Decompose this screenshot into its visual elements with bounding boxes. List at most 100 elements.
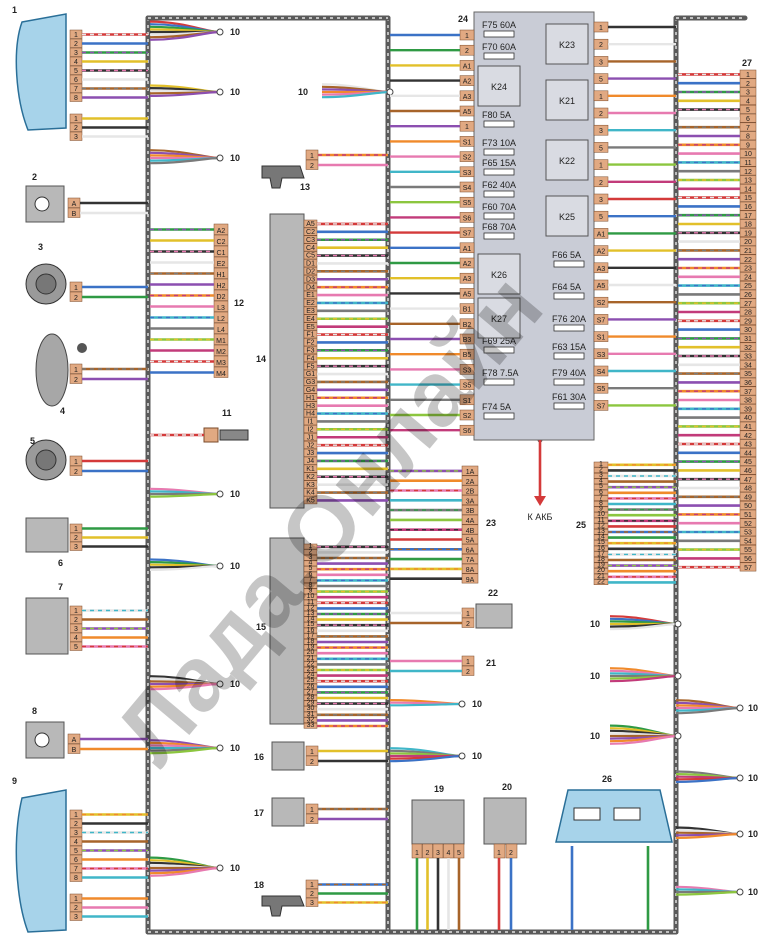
connector-14-pin-label: C4 [306,245,315,252]
connector-27-pin-label: 56 [744,556,752,563]
relay-block-right-pin-label: 2 [599,111,603,118]
ground-splice-node [216,88,224,96]
component-number-10: 10 [230,863,240,873]
fuse [483,30,515,38]
relay-block-left-pin-label: A1 [463,246,472,253]
component-number-10: 10 [472,751,482,761]
connector-27-pin-label: 13 [744,178,752,185]
connector-16-pin-label: 1 [310,749,314,756]
relay-block-right-pin-label: A5 [597,283,606,290]
connector-27-pin-label: 32 [744,345,752,352]
fan-4-body [35,333,69,407]
connector-19-pin-label: 3 [436,850,440,857]
connector-27-pin-label: 16 [744,204,752,211]
connector-14-pin-label: A5 [306,221,315,228]
fuse [483,346,515,354]
connector-15-pin-label: 23 [307,666,315,673]
connector-12-pin-label: M2 [216,349,226,356]
ground-splice-node [216,680,224,688]
fan-icon [77,343,87,353]
relay-block-left-pin-label: S1 [463,398,472,405]
ground-splice [675,890,741,896]
component-number-10: 10 [230,153,240,163]
connector-15-pin-label: 14 [307,616,315,623]
component-number-6: 6 [58,558,63,568]
connector-27-pin-label: 54 [744,538,752,545]
relay-block-left-pin-label: B3 [463,337,472,344]
connector-27-pin-label: 12 [744,169,752,176]
connector-15-pin-label: 22 [307,660,315,667]
component-number-10: 10 [748,773,758,783]
ground-splice [149,90,221,97]
connector-12-pin-label: C2 [217,239,226,246]
relay-block-right-pin-label: 1 [599,25,603,32]
fuse [553,352,585,360]
component-number-10: 10 [748,829,758,839]
ground-splice-node [216,562,224,570]
ground-splice-node [216,744,224,752]
connector-headlight-9-pin-label: 8 [74,875,78,882]
relay-block-right-pin-label: S3 [597,352,606,359]
module-20-body [483,797,527,845]
ground-splice [675,706,741,715]
connector-12-pin-label: L2 [217,316,225,323]
connector-headlight-9b-pin-label: 2 [74,905,78,912]
component-number-15: 15 [256,622,266,632]
connector-horn-5-pin-label: 2 [74,469,78,476]
connector-27-pin-label: 22 [744,257,752,264]
connector-12-pin-label: L3 [217,305,225,312]
relay-block-right-pin-label: 1 [599,94,603,101]
connector-15-pin-label: 4 [309,560,313,567]
connector-headlight-pin-label: 1 [74,32,78,39]
relay-label: K25 [559,212,575,222]
connector-21-pin-label: 2 [466,669,470,676]
connector-27-pin-label: 1 [746,72,750,79]
relay-block-right-pin-label: S1 [597,335,606,342]
connector-23-pin-label: 4B [466,528,475,535]
ground-splice-node [736,704,744,712]
relay-block-right-pin-label: 5 [599,214,603,221]
ground-splice [609,622,679,631]
headlight-left [15,13,67,131]
fuse-label: F63 15A [552,342,586,352]
fuse-label: F74 5A [482,402,511,412]
ground-splice [609,674,679,683]
relay-block-right-pin-label: 3 [599,59,603,66]
ecu-15-body [269,537,305,725]
connector-23-pin-label: 4A [466,518,475,525]
relay-block-right-pin-label: 2 [599,42,603,49]
component-number-7: 7 [58,582,63,592]
connector-headlight-pin-label: 4 [74,59,78,66]
connector-module-7-pin-label: 5 [74,644,78,651]
connector-14-pin-label: H1 [306,395,315,402]
connector-27-pin-label: 9 [746,142,750,149]
connector-14-pin-label: K5 [306,498,315,505]
connector-15-pin-label: 12 [307,604,315,611]
sensor-11-connector [203,427,219,443]
connector-lamp-8-pin-label: A [72,737,77,744]
connector-headlight-pin-label: 8 [74,95,78,102]
connector-15-pin-label: 16 [307,627,315,634]
connector-27-pin-label: 18 [744,222,752,229]
connector-15-pin-label: 6 [309,571,313,578]
connector-27-pin-label: 19 [744,230,752,237]
ground-splice [149,682,221,691]
component-number-25: 25 [576,520,586,530]
fuse-label: F60 70A [482,202,516,212]
fuse-label: F73 10A [482,138,516,148]
connector-module-7-pin-label: 1 [74,608,78,615]
connector-15-pin-label: 20 [307,649,315,656]
connector-14-pin-label: D1 [306,261,315,268]
component-number-2: 2 [32,172,37,182]
component-number-12: 12 [234,298,244,308]
connector-18-pin-label: 2 [310,891,314,898]
connector-lamp-8-pin-label: B [72,747,77,754]
fuse-label: F70 60A [482,42,516,52]
connector-15-pin-label: 9 [309,588,313,595]
connector-23-pin-label: 8A [466,567,475,574]
component-number-10: 10 [472,699,482,709]
connector-14-pin-label: K3 [306,482,315,489]
fuse-label: F78 7.5A [482,368,519,378]
connector-27-pin-label: 25 [744,283,752,290]
